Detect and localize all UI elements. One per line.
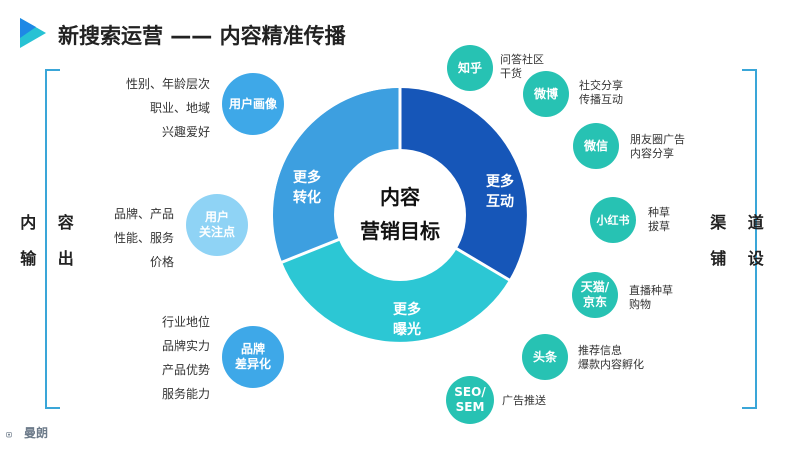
segment-label-exposure: 更多 曝光 — [382, 300, 432, 340]
desc-user-focus: 品牌、产品 性能、服务 价格 — [64, 202, 174, 274]
segment-label-line: 曝光 — [393, 322, 421, 338]
circle-text: SEO/ — [454, 385, 486, 399]
desc-line: 广告推送 — [502, 394, 546, 407]
desc-line: 爆款内容孵化 — [578, 358, 644, 371]
desc-line: 推荐信息 — [578, 344, 622, 357]
desc-toutiao: 推荐信息 爆款内容孵化 — [578, 344, 644, 372]
desc-line: 传播互动 — [579, 93, 623, 106]
center-line: 营销目标 — [360, 219, 440, 243]
circle-tmall-jd: 天猫/ 京东 — [572, 272, 618, 318]
desc-line: 购物 — [629, 298, 651, 311]
desc-wechat: 朋友圈广告 内容分享 — [630, 133, 685, 161]
left-label-line: 输 出 — [20, 249, 82, 268]
watermark-text: 曼朗 — [24, 426, 49, 440]
desc-line: 服务能力 — [161, 387, 210, 401]
left-label-line: 内 容 — [20, 213, 82, 232]
center-title: 内容 营销目标 — [340, 180, 460, 248]
circle-text: 差异化 — [234, 357, 271, 371]
segment-label-line: 更多 — [393, 302, 421, 318]
desc-line: 性别、年龄层次 — [125, 77, 210, 91]
circle-xiaohongshu: 小红书 — [590, 197, 636, 243]
desc-line: 品牌实力 — [161, 339, 210, 353]
desc-line: 内容分享 — [630, 147, 674, 160]
circle-zhihu: 知乎 — [447, 45, 493, 91]
desc-tmall-jd: 直播种草 购物 — [629, 284, 673, 312]
desc-weibo: 社交分享 传播互动 — [579, 79, 623, 107]
desc-line: 问答社区 — [500, 53, 544, 66]
circle-text: 天猫/ — [580, 280, 610, 294]
desc-brand-diff: 行业地位 品牌实力 产品优势 服务能力 — [100, 310, 210, 406]
circle-text: 京东 — [582, 295, 607, 309]
segment-label-line: 更多 — [486, 174, 514, 190]
circle-text: 用户画像 — [228, 96, 277, 111]
left-bracket — [45, 69, 60, 409]
page-title: 新搜索运营 —— 内容精准传播 — [58, 24, 346, 48]
circle-text: 用户 — [204, 210, 229, 224]
desc-line: 性能、服务 — [113, 231, 174, 245]
circle-text: SEM — [455, 400, 485, 414]
desc-line: 行业地位 — [161, 315, 210, 329]
desc-line: 价格 — [149, 255, 174, 269]
desc-line: 职业、地域 — [149, 101, 210, 115]
circle-text: 微信 — [583, 138, 608, 153]
desc-line: 干货 — [500, 67, 522, 80]
circle-text: 知乎 — [457, 60, 482, 75]
center-line: 内容 — [380, 185, 420, 209]
circle-text: 头条 — [532, 349, 557, 364]
circle-text: 微博 — [533, 86, 558, 101]
desc-line: 种草 — [648, 206, 670, 219]
circle-user-persona: 用户画像 — [222, 73, 284, 135]
right-label-line: 渠 道 — [710, 213, 772, 232]
desc-line: 拔草 — [648, 220, 670, 233]
desc-line: 品牌、产品 — [113, 207, 174, 221]
circle-user-focus: 用户 关注点 — [186, 194, 248, 256]
watermark-logo-icon — [6, 431, 12, 438]
desc-seo-sem: 广告推送 — [502, 394, 546, 408]
desc-user-persona: 性别、年龄层次 职业、地域 兴趣爱好 — [100, 72, 210, 144]
circle-brand-diff: 品牌 差异化 — [222, 326, 284, 388]
circle-text: 品牌 — [240, 342, 265, 356]
right-label-line: 铺 设 — [710, 249, 772, 268]
desc-line: 朋友圈广告 — [630, 133, 685, 146]
desc-line: 直播种草 — [629, 284, 673, 297]
desc-zhihu: 问答社区 干货 — [500, 53, 544, 81]
circle-text: 小红书 — [596, 213, 630, 227]
circle-text: 关注点 — [198, 225, 235, 239]
ring-center — [334, 149, 466, 281]
desc-line: 社交分享 — [579, 79, 623, 92]
circle-wechat: 微信 — [573, 123, 619, 169]
segment-label-interact: 更多 互动 — [475, 172, 525, 212]
segment-label-line: 转化 — [293, 190, 321, 206]
segment-label-line: 互动 — [486, 194, 514, 210]
circle-toutiao: 头条 — [522, 334, 568, 380]
desc-line: 产品优势 — [161, 363, 210, 377]
right-label: 渠 道 铺 设 — [706, 205, 776, 277]
circle-weibo: 微博 — [523, 71, 569, 117]
left-label: 内 容 输 出 — [16, 205, 86, 277]
desc-xiaohongshu: 种草 拔草 — [648, 206, 670, 234]
desc-line: 兴趣爱好 — [161, 125, 210, 139]
right-bracket — [742, 69, 757, 409]
circle-seo-sem: SEO/ SEM — [446, 376, 494, 424]
logo-icon — [20, 18, 46, 48]
segment-label-line: 更多 — [293, 170, 321, 186]
segment-label-convert: 更多 转化 — [282, 168, 332, 208]
